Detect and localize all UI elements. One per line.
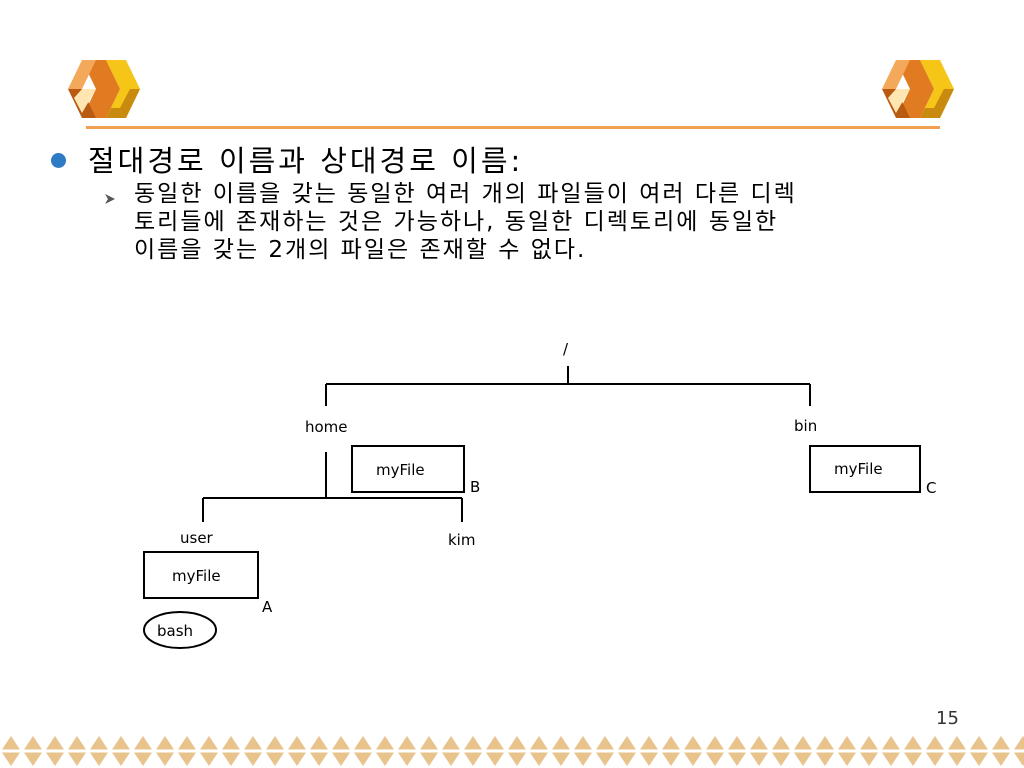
body-paragraph: 동일한 이름을 갖는 동일한 여러 개의 파일들이 여러 다른 디렉 토리들에 … xyxy=(134,180,994,264)
file-box-bin xyxy=(809,445,921,493)
file-label-bin: myFile xyxy=(834,460,883,478)
dir-label-home: home xyxy=(305,418,348,436)
title-divider xyxy=(86,126,940,129)
bash-label: bash xyxy=(157,622,193,640)
file-label-user: myFile xyxy=(172,567,221,585)
file-label-home: myFile xyxy=(376,461,425,479)
node-label-a: A xyxy=(262,598,273,616)
root-label: / xyxy=(563,340,569,358)
file-box-user xyxy=(143,551,259,599)
slide-heading: 절대경로 이름과 상대경로 이름: xyxy=(88,144,524,178)
cube-logo-icon xyxy=(68,60,140,118)
node-label-c: C xyxy=(926,479,936,497)
page-number: 15 xyxy=(936,708,959,729)
body-line: 토리들에 존재하는 것은 가능하나, 동일한 디렉토리에 동일한 xyxy=(134,209,779,235)
arrowhead-icon xyxy=(105,194,115,204)
file-box-home xyxy=(351,445,465,493)
bullet-dot-icon xyxy=(51,153,66,168)
directory-tree-diagram: / home bin myFile myFile B C user kim my… xyxy=(143,340,936,649)
body-line: 이름을 갖는 2개의 파일은 존재할 수 없다. xyxy=(134,237,587,263)
dir-label-kim: kim xyxy=(448,531,475,549)
node-label-b: B xyxy=(470,478,480,496)
bash-ellipse xyxy=(143,611,217,649)
body-line: 동일한 이름을 갖는 동일한 여러 개의 파일들이 여러 다른 디렉 xyxy=(134,181,797,207)
cube-logo-icon xyxy=(882,60,954,118)
dir-label-bin: bin xyxy=(794,417,817,435)
footer-pattern xyxy=(0,734,1024,768)
dir-label-user: user xyxy=(180,529,214,547)
